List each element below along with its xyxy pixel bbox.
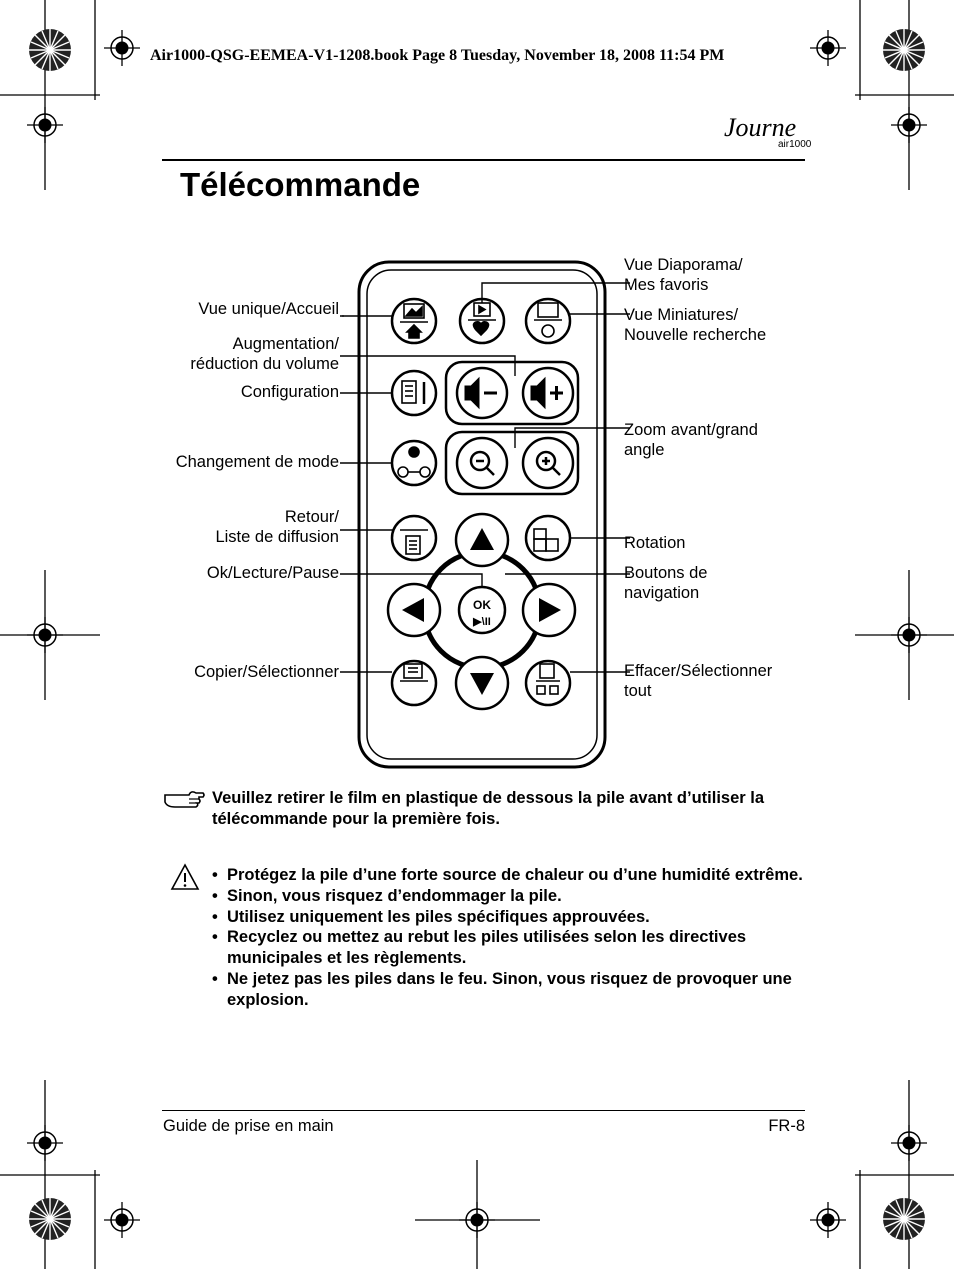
label-rotate: Rotation bbox=[624, 534, 686, 552]
label-slideshow-line2: Mes favoris bbox=[624, 276, 709, 294]
pointing-hand-icon bbox=[164, 791, 205, 808]
label-navigation-line2: navigation bbox=[624, 584, 700, 602]
label-thumbnails-line1: Vue Miniatures/ bbox=[624, 306, 739, 324]
brand-logo: Journe bbox=[724, 113, 797, 142]
back-button bbox=[390, 514, 438, 562]
copy-button bbox=[390, 659, 438, 707]
print-slug: Air1000-QSG-EEMEA-V1-1208.book Page 8 Tu… bbox=[150, 47, 725, 64]
remote-control-diagram: OK ▶\II bbox=[340, 260, 630, 769]
play-pause-label: ▶\II bbox=[472, 616, 491, 628]
label-delete-line1: Effacer/Sélectionner bbox=[624, 662, 773, 680]
label-slideshow-line1: Vue Diaporama/ bbox=[624, 256, 743, 274]
footer-title: Guide de prise en main bbox=[163, 1117, 334, 1135]
leader-lines bbox=[342, 315, 344, 317]
label-navigation-line1: Boutons de bbox=[624, 564, 708, 582]
note-text: Veuillez retirer le film en plastique de… bbox=[212, 789, 765, 828]
warning-item: Recyclez ou mettez au rebut les piles ut… bbox=[212, 927, 807, 969]
label-zoom: Zoom avant/grand angle bbox=[624, 420, 758, 460]
header-rule bbox=[162, 159, 805, 161]
label-delete: Effacer/Sélectionner tout bbox=[624, 661, 772, 701]
brand-logo-sub: air1000 bbox=[778, 139, 812, 150]
label-volume-line1: Augmentation/ bbox=[232, 335, 339, 353]
label-mode: Changement de mode bbox=[175, 453, 339, 471]
home-button bbox=[390, 297, 438, 345]
label-back-line1: Retour/ bbox=[284, 508, 339, 526]
label-delete-line2: tout bbox=[624, 682, 652, 700]
thumbnail-button bbox=[524, 297, 572, 345]
label-zoom-line2: angle bbox=[624, 441, 665, 459]
label-volume-line2: réduction du volume bbox=[190, 355, 339, 373]
label-setup: Configuration bbox=[240, 383, 339, 401]
label-navigation: Boutons de navigation bbox=[624, 563, 707, 603]
ok-button-label: OK bbox=[473, 598, 491, 612]
warning-icon bbox=[170, 863, 200, 890]
label-back-line2: Liste de diffusion bbox=[215, 528, 339, 546]
label-copy: Copier/Sélectionner bbox=[194, 663, 339, 681]
label-volume: Augmentation/ réduction du volume bbox=[190, 334, 339, 374]
warning-item: Sinon, vous risquez d’endommager la pile… bbox=[212, 886, 807, 907]
label-thumbnails-line2: Nouvelle recherche bbox=[624, 326, 767, 344]
label-single-view-home: Vue unique/Accueil bbox=[198, 300, 339, 318]
warning-item: Utilisez uniquement les piles spécifique… bbox=[212, 907, 807, 928]
warning-item: Ne jetez pas les piles dans le feu. Sino… bbox=[212, 969, 807, 1011]
label-slideshow: Vue Diaporama/ Mes favoris bbox=[624, 255, 743, 295]
label-back: Retour/ Liste de diffusion bbox=[215, 507, 339, 547]
label-ok: Ok/Lecture/Pause bbox=[206, 564, 339, 582]
label-zoom-line1: Zoom avant/grand bbox=[624, 421, 758, 439]
warning-list: Protégez la pile d’une forte source de c… bbox=[212, 865, 807, 1011]
footer-rule bbox=[162, 1110, 805, 1111]
page-number: FR-8 bbox=[768, 1117, 805, 1135]
page-title: Télécommande bbox=[180, 166, 421, 203]
label-thumbnails: Vue Miniatures/ Nouvelle recherche bbox=[624, 305, 766, 345]
warning-item: Protégez la pile d’une forte source de c… bbox=[212, 865, 807, 886]
